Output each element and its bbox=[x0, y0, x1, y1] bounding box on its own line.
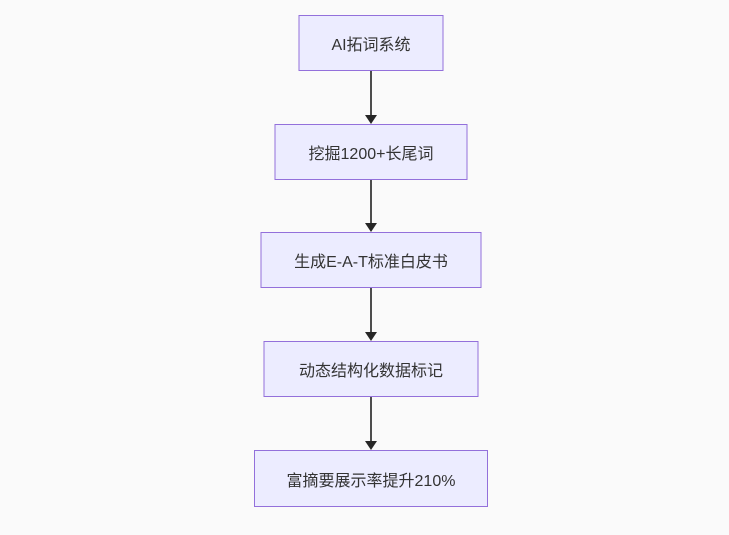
arrow-down-icon bbox=[365, 223, 377, 232]
flow-arrow-3 bbox=[365, 288, 377, 341]
flow-node-structured-data: 动态结构化数据标记 bbox=[263, 341, 479, 397]
flow-arrow-2 bbox=[365, 180, 377, 232]
flow-node-ai-expansion: AI拓词系统 bbox=[298, 15, 444, 71]
flow-node-label: 挖掘1200+长尾词 bbox=[308, 146, 434, 163]
flow-node-longtail-keywords: 挖掘1200+长尾词 bbox=[274, 124, 468, 180]
flow-node-eat-whitepaper: 生成E-A-T标准白皮书 bbox=[260, 232, 482, 288]
arrow-down-icon bbox=[365, 441, 377, 450]
flow-node-label: 富摘要展示率提升210% bbox=[286, 472, 456, 490]
flow-node-label: 生成E-A-T标准白皮书 bbox=[294, 254, 448, 271]
arrow-line bbox=[370, 180, 372, 223]
arrow-line bbox=[370, 71, 372, 115]
arrow-line bbox=[370, 397, 372, 441]
flow-arrow-4 bbox=[365, 397, 377, 450]
flow-arrow-1 bbox=[365, 71, 377, 124]
arrow-down-icon bbox=[365, 332, 377, 341]
flow-node-label: 动态结构化数据标记 bbox=[298, 363, 443, 380]
arrow-down-icon bbox=[365, 115, 377, 124]
arrow-line bbox=[370, 288, 372, 332]
flow-node-rich-snippet-result: 富摘要展示率提升210% bbox=[254, 450, 488, 507]
flow-node-label: AI拓词系统 bbox=[331, 37, 411, 54]
